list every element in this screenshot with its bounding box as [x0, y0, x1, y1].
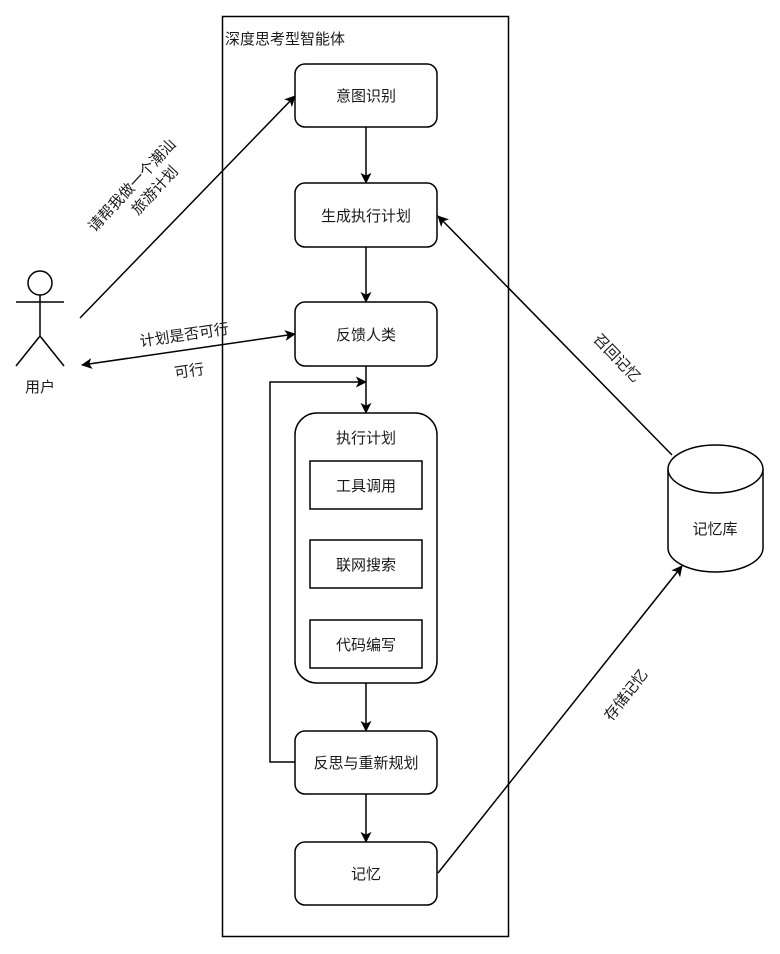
subnode-tool-call[interactable]: 工具调用 [309, 460, 423, 510]
subnode-web-search[interactable]: 联网搜索 [309, 539, 423, 589]
node-reflect-replan[interactable]: 反思与重新规划 [294, 730, 438, 795]
edge-recall-label: 召回记忆 [590, 330, 645, 386]
database-label: 记忆库 [692, 520, 737, 538]
recall-text: 召回记忆 [590, 330, 645, 386]
node-reflect-label: 反思与重新规划 [313, 754, 418, 772]
node-generate-plan[interactable]: 生成执行计划 [294, 182, 438, 248]
node-execute-label: 执行计划 [336, 429, 396, 447]
node-memory-label: 记忆 [351, 865, 381, 883]
node-plan-label: 生成执行计划 [321, 207, 411, 225]
edge-user-request-label: 请帮我做一个潮汕 旅游计划 [84, 135, 181, 235]
subnode-tool-call-label: 工具调用 [336, 477, 396, 495]
edge-feasibility-answer-label: 可行 [173, 360, 205, 382]
actor-right-leg [39, 335, 65, 367]
subnode-web-search-label: 联网搜索 [336, 556, 396, 574]
node-execute-plan[interactable]: 执行计划 工具调用 联网搜索 代码编写 [294, 412, 438, 684]
node-memory[interactable]: 记忆 [294, 841, 438, 906]
node-feedback-human[interactable]: 反馈人类 [294, 301, 438, 367]
edge-user-request [79, 95, 296, 319]
subnode-coding[interactable]: 代码编写 [309, 619, 423, 669]
database-top [667, 444, 764, 494]
actor-label: 用户 [25, 378, 55, 396]
edge-recall-memory [437, 215, 673, 456]
actor-head [27, 270, 53, 296]
store-text: 存储记忆 [600, 666, 651, 724]
node-intent-recognition[interactable]: 意图识别 [294, 63, 438, 128]
feasibility-answer-text: 可行 [173, 360, 205, 382]
database-body [667, 469, 764, 573]
container-title: 深度思考型智能体 [225, 30, 345, 48]
edge-store-label: 存储记忆 [600, 666, 651, 724]
edge-feasibility [81, 330, 296, 369]
edge-store-memory [437, 565, 683, 874]
node-feedback-label: 反馈人类 [336, 326, 396, 344]
actor-left-leg [15, 335, 41, 367]
subnode-coding-label: 代码编写 [336, 636, 396, 654]
memory-database[interactable]: 记忆库 [667, 444, 764, 573]
node-intent-label: 意图识别 [336, 87, 396, 105]
agent-container[interactable]: 深度思考型智能体 [221, 15, 510, 938]
edge-reflect-loop-back [269, 376, 367, 763]
user-actor[interactable]: 用户 [15, 270, 65, 396]
